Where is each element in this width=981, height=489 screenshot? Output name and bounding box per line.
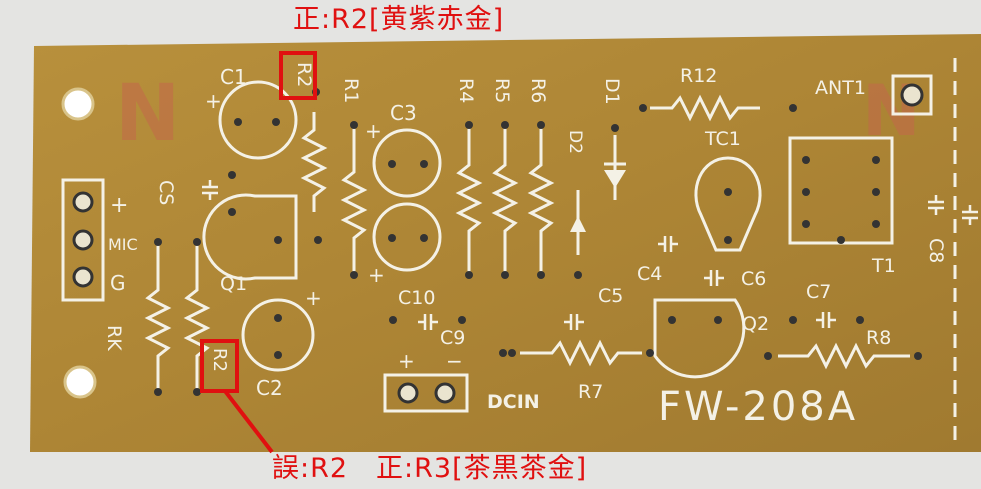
r12-resistor-symbol: [650, 94, 760, 122]
cs-label: CS: [155, 180, 177, 205]
d2-label: D2: [565, 130, 585, 154]
c7-label: C7: [806, 281, 831, 303]
r6-label: R6: [527, 78, 549, 103]
board-model-label: FW-208A: [658, 384, 858, 430]
faded-n-mark-left: N: [115, 69, 180, 159]
r2-top-resistor-symbol: [300, 112, 328, 212]
q1-footprint: [202, 193, 298, 281]
tc1-label: TC1: [704, 128, 741, 150]
ant1-pad: [891, 74, 933, 116]
q2-label: Q2: [742, 313, 769, 335]
r4-resistor-symbol: [455, 128, 483, 275]
correction-note-bottom: 誤:R2 正:R3[茶黒茶金]: [272, 453, 588, 484]
dcin-connector: [383, 373, 469, 413]
c8-label: C8: [925, 238, 947, 263]
c2-plus: +: [305, 286, 322, 310]
r2-bottom-highlight-box: [200, 339, 239, 393]
c1-footprint: [218, 80, 298, 160]
r5-label: R5: [491, 78, 513, 103]
r2-bottom-label: R2: [209, 348, 230, 372]
tc1-footprint: [694, 156, 762, 252]
r6-resistor-symbol: [527, 128, 555, 275]
c3-plus: +: [368, 263, 385, 287]
rk-resistor-symbol: [144, 245, 172, 392]
r7-label: R7: [578, 381, 603, 403]
c1-label: C1: [220, 65, 247, 89]
mounting-hole-top: [61, 87, 95, 121]
c9-label: C9: [440, 327, 465, 349]
mounting-hole-bottom: [63, 365, 97, 399]
q1-label: Q1: [220, 273, 247, 295]
c1-plus: +: [205, 89, 222, 113]
r12-label: R12: [680, 65, 717, 87]
mic-plus-label: +: [110, 193, 128, 218]
r1-label: R1: [340, 78, 362, 103]
c2-label: C2: [256, 376, 283, 400]
r2-top-label: R2: [293, 62, 315, 87]
r5-resistor-symbol: [491, 128, 519, 275]
r2-top-highlight-box: [279, 51, 317, 100]
correction-note-top: 正:R2[黄紫赤金]: [293, 4, 505, 35]
rk-label: RK: [103, 325, 125, 351]
error-pointer-line: [223, 389, 274, 454]
d1-label: D1: [601, 78, 623, 105]
q2-footprint: [653, 298, 746, 379]
c3-footprint-a: [372, 128, 442, 198]
mic-label: MIC: [108, 235, 138, 254]
c6-label: C6: [741, 268, 766, 290]
ant1-label: ANT1: [815, 77, 866, 99]
dcin-plus: +: [398, 349, 415, 373]
d2-diode-symbol: [570, 216, 586, 232]
c4-label: C4: [637, 263, 662, 285]
d1-diode-symbol: [604, 170, 626, 188]
r8-resistor-symbol: [778, 342, 910, 370]
r8-label: R8: [866, 327, 891, 349]
c2-footprint: [241, 298, 315, 372]
mic-connector: [61, 178, 105, 302]
r4-label: R4: [455, 78, 477, 103]
ground-label: G: [110, 271, 126, 295]
c3-label: C3: [390, 101, 417, 125]
r7-resistor-symbol: [520, 339, 642, 367]
c3-footprint-b: [372, 202, 442, 272]
r1-resistor-symbol: [340, 128, 368, 275]
dcin-label: DCIN: [487, 391, 540, 413]
t1-label: T1: [871, 255, 896, 277]
c10-label: C10: [398, 287, 435, 309]
dcin-minus: −: [446, 349, 463, 373]
c5-label: C5: [598, 285, 623, 307]
r1-plus: +: [365, 119, 382, 143]
